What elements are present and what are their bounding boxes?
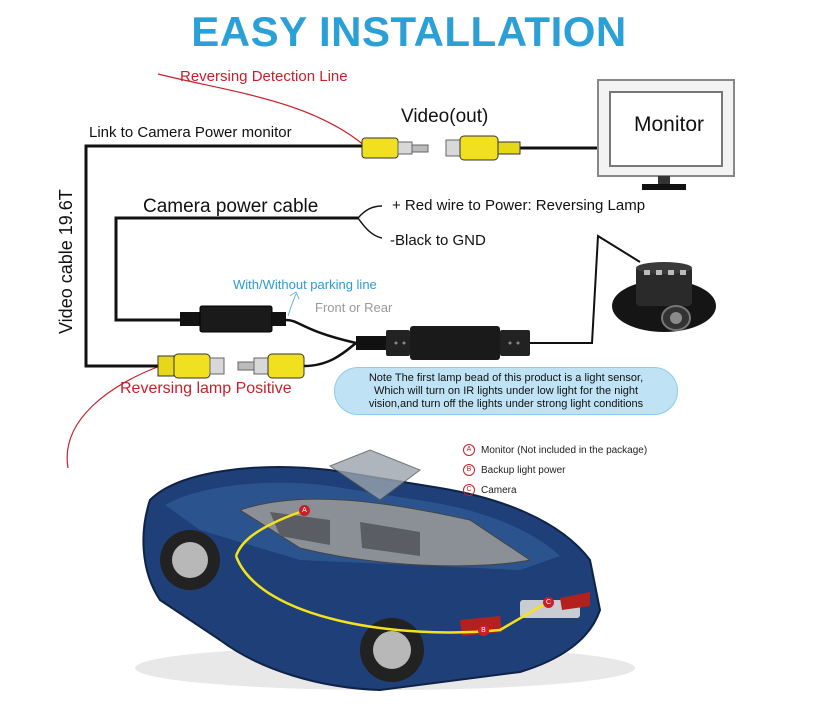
rca-to-junction-wire [303, 342, 357, 368]
reversing-detection-line [157, 73, 366, 147]
reversing-lamp-positive-line [66, 365, 161, 469]
legend-text-a: Monitor (Not included in the package) [481, 444, 648, 456]
camera-icon [612, 262, 716, 332]
parking-line-label: With/Without parking line [233, 277, 377, 292]
black-gnd-label: -Black to GND [390, 232, 486, 249]
car-marker-c: C [543, 597, 554, 608]
note-line-3: vision,and turn off the lights under str… [368, 398, 644, 410]
reversing-detection-label: Reversing Detection Line [180, 68, 348, 85]
legend-item-monitor: A Monitor (Not included in the package) [463, 444, 647, 456]
camera-power-cable-label: Camera power cable [143, 196, 319, 217]
video-cable-label: Video cable 19.6T [56, 189, 76, 334]
red-wire-branch [357, 205, 383, 219]
legend-marker-b: B [463, 464, 475, 476]
rca-connector-top [361, 135, 521, 161]
module-to-junction-wire [285, 318, 357, 345]
light-sensor-note: Note The first lamp bead of this product… [334, 367, 678, 415]
legend-marker-c: C [463, 484, 475, 496]
parking-line-pointer [287, 293, 297, 317]
legend-text-b: Backup light power [481, 464, 566, 476]
link-camera-power-label: Link to Camera Power monitor [89, 124, 292, 141]
note-line-2: Which will turn on IR lights under low l… [373, 385, 639, 397]
power-module [180, 305, 286, 333]
video-out-label: Video(out) [401, 106, 489, 127]
page-title: EASY INSTALLATION [191, 8, 627, 55]
rca-connector-bottom [157, 353, 305, 379]
camera-power-cable [114, 216, 358, 322]
reversing-lamp-positive-label: Reversing lamp Positive [120, 380, 292, 397]
car-illustration [135, 449, 635, 692]
car-marker-a: A [299, 505, 310, 516]
camera-junction-connector [356, 326, 530, 360]
monitor-label: Monitor [633, 113, 705, 136]
video-cable [84, 144, 362, 368]
legend-text-c: Camera [481, 484, 517, 496]
note-line-1: Note The first lamp bead of this product… [368, 372, 644, 384]
black-wire-branch [357, 217, 383, 239]
front-rear-label: Front or Rear [315, 300, 393, 315]
legend-item-backup-power: B Backup light power [463, 464, 566, 476]
legend-item-camera: C Camera [463, 484, 517, 496]
legend-marker-a: A [463, 444, 475, 456]
monitor-icon [597, 79, 735, 190]
red-wire-label: + Red wire to Power: Reversing Lamp [392, 197, 646, 214]
car-marker-b: B [478, 625, 489, 636]
camera-cable [530, 234, 641, 344]
